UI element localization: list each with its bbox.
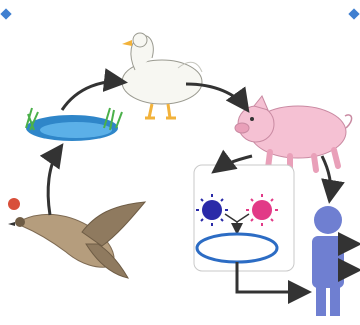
pig-icon: [234, 95, 353, 173]
route-arrows: [39, 68, 360, 304]
new-virus-ring: [195, 232, 279, 264]
bird-virus-icon: [196, 194, 228, 226]
human-virus-icon: [246, 194, 278, 226]
virus-box: [193, 164, 295, 272]
small-virus-icon: [8, 198, 20, 210]
goose-icon: [8, 201, 147, 279]
duck-icon: [121, 32, 203, 120]
human-icon: [312, 206, 344, 316]
pond-icon: [25, 107, 123, 141]
